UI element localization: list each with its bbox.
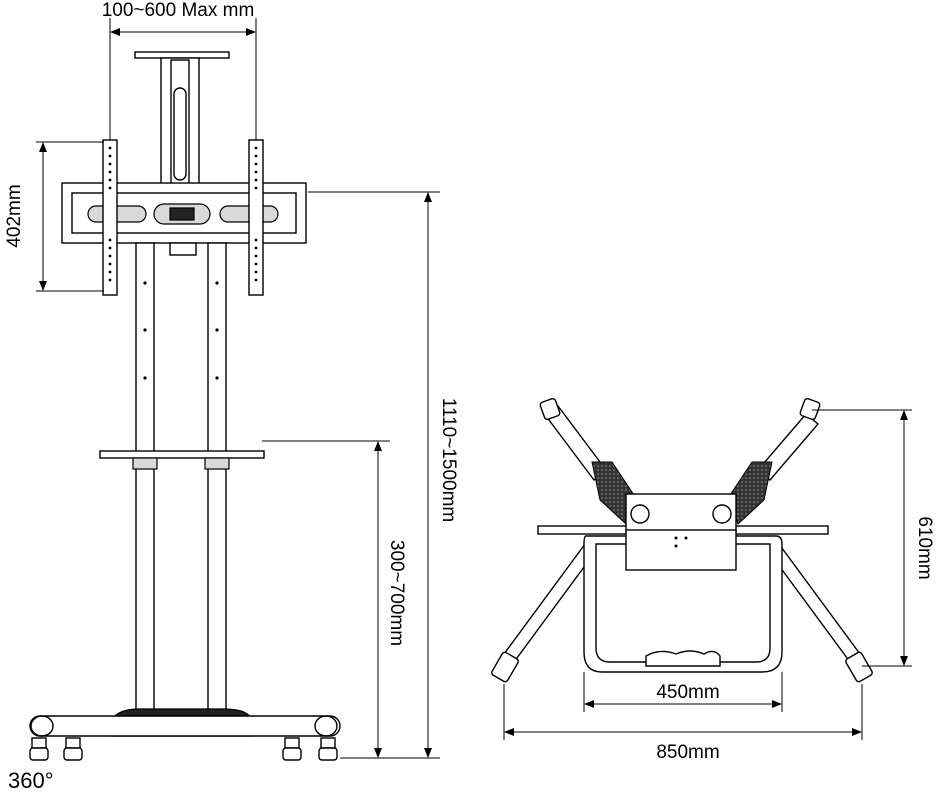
column-left	[135, 242, 155, 714]
vesa-rail-left	[102, 139, 118, 296]
column-right	[207, 242, 227, 714]
column-holes	[143, 281, 219, 380]
arm-cap-lower-right	[845, 651, 873, 683]
dim-label-depth: 610mm	[914, 516, 935, 579]
bracket-clamp	[169, 207, 195, 221]
front-view: 100~600 Max mm 402mm 1110~1500mm 300~700…	[4, 0, 459, 792]
tray-handle	[645, 650, 721, 667]
base-end-left	[30, 715, 54, 737]
arm-cap-upper-left	[539, 397, 561, 421]
top-plate	[134, 51, 230, 59]
arm-upper-right	[757, 413, 819, 481]
post-slot	[173, 87, 187, 181]
mount-plate	[625, 529, 737, 571]
arm-cap-upper-right	[799, 397, 821, 421]
top-view: 610mm 450mm 850mm	[491, 397, 935, 763]
rotation-label: 360°	[8, 768, 54, 792]
base-end-right	[314, 715, 338, 737]
shelf	[99, 450, 265, 459]
dim-label-base-width: 850mm	[656, 742, 719, 763]
mount-knob-right	[712, 504, 732, 524]
caster-2	[63, 737, 83, 761]
dim-label-shelf-height: 300~700mm	[386, 540, 407, 646]
shelf-tray-inner	[595, 543, 771, 663]
caster-3	[282, 737, 302, 761]
dim-label-column-spacing: 450mm	[656, 682, 719, 703]
bracket-hinge	[169, 242, 197, 256]
base-leg	[29, 715, 341, 737]
mount-plate-holes	[674, 536, 688, 548]
shelf-clamp-left	[132, 457, 158, 470]
caster-4	[318, 737, 338, 761]
mount-knob-left	[630, 504, 650, 524]
dim-label-vesa-width: 100~600 Max mm	[102, 0, 255, 21]
caster-1	[29, 737, 49, 761]
caster-group	[29, 737, 338, 761]
dim-label-vesa-height: 402mm	[4, 184, 25, 247]
arm-cap-lower-left	[491, 651, 519, 683]
dim-label-total-height: 1110~1500mm	[438, 398, 459, 522]
vesa-rail-right	[248, 139, 264, 296]
shelf-clamp-right	[204, 457, 230, 470]
bracket-inner	[71, 192, 297, 234]
